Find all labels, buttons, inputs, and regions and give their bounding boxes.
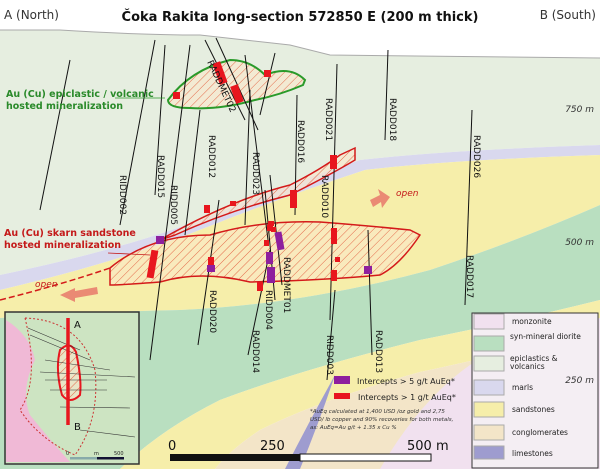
inset-map: A B 0 m 500: [4, 311, 140, 465]
end-label-south: B (South): [540, 8, 596, 22]
intercepts-5gt: [156, 231, 372, 283]
inset-label-a: A: [74, 320, 81, 331]
hole-label: RADD013: [373, 330, 383, 373]
hole-label: RADD014: [250, 330, 260, 373]
footnote-3: as: AuEq=Au g/t + 1.35 x Cu %: [310, 425, 397, 431]
hole-label: RADD026: [471, 135, 481, 178]
scale-bar: [170, 454, 300, 461]
upper-mineralized-zone: [166, 58, 307, 110]
hole-label: RADD012: [206, 135, 216, 178]
hole-label: RADD020: [207, 290, 217, 333]
open-label-left: open: [35, 280, 58, 290]
hole-label: RIDD003: [324, 335, 334, 375]
elevation-500: 500 m: [565, 238, 594, 248]
epiclastics-layer: [0, 30, 600, 275]
intercepts-1gt: [146, 61, 340, 291]
legend-monzonite: monzonite: [512, 317, 552, 326]
page-title: Čoka Rakita long-section 572850 E (200 m…: [122, 9, 479, 25]
hole-label: RADD016: [295, 120, 305, 163]
scale-0: 0: [168, 439, 176, 454]
hole-label: RADD010: [319, 175, 329, 218]
hole-label: RADD023: [250, 152, 260, 195]
hole-label: RADD021: [323, 98, 333, 141]
legend-sandstones: sandstones: [512, 405, 555, 414]
upper-zone-label-2: hosted mineralization: [6, 101, 123, 112]
hole-label: RADD015: [155, 155, 165, 198]
footnote-2: USD/ lb copper and 90% recoveries for bo…: [310, 417, 454, 423]
hole-label: RADD018: [387, 98, 397, 141]
legend-conglomerates: conglomerates: [512, 428, 568, 437]
hole-label: RADD017: [464, 255, 474, 298]
diorite-layer: [0, 205, 600, 469]
footnote-1: *AuEq calculated at 1,400 USD /oz gold a…: [310, 409, 445, 415]
legend-intercepts-1gt: Intercepts > 1 g/t AuEq*: [358, 393, 456, 402]
open-arrow-left-icon: [60, 287, 98, 302]
open-label-right: open: [396, 189, 419, 199]
legend-marls: marls: [512, 383, 533, 392]
upper-zone-label-1: Au (Cu) epiclastic / volcanic: [6, 89, 154, 100]
legend-diorite: syn-mineral diorite: [510, 333, 581, 341]
inset-scale-0: 0: [66, 451, 69, 457]
legend-limestones: limestones: [512, 449, 553, 458]
hole-label: RADDMET01: [281, 257, 291, 313]
hole-label: RIDD005: [168, 185, 178, 225]
limestone-layer: [285, 375, 335, 469]
elevation-250: 250 m: [565, 376, 594, 386]
hole-label: RIDD004: [263, 290, 273, 330]
inset-label-b: B: [74, 422, 81, 433]
end-label-north: A (North): [4, 8, 59, 22]
hole-label: RIDD002: [117, 175, 127, 215]
lower-zone-label-1: Au (Cu) skarn sandstone: [4, 228, 136, 239]
legend-intercepts-5gt: Intercepts > 5 g/t AuEq*: [357, 377, 455, 386]
scale-250: 250: [260, 439, 285, 454]
inset-scale-500: 500: [114, 451, 124, 457]
open-arrow-right-icon: [370, 189, 390, 208]
rock-legend: monzonite syn-mineral diorite epiclastic…: [473, 313, 581, 460]
skarn-thin-zone: [159, 146, 356, 241]
elevation-750: 750 m: [565, 105, 594, 115]
legend-epiclastics: epiclastics & volcanics: [510, 355, 558, 371]
lower-zone-label-2: hosted mineralization: [4, 240, 121, 251]
skarn-main-zone: [109, 221, 422, 286]
inset-scale-unit: m: [94, 451, 99, 457]
scale-500: 500 m: [407, 439, 449, 454]
